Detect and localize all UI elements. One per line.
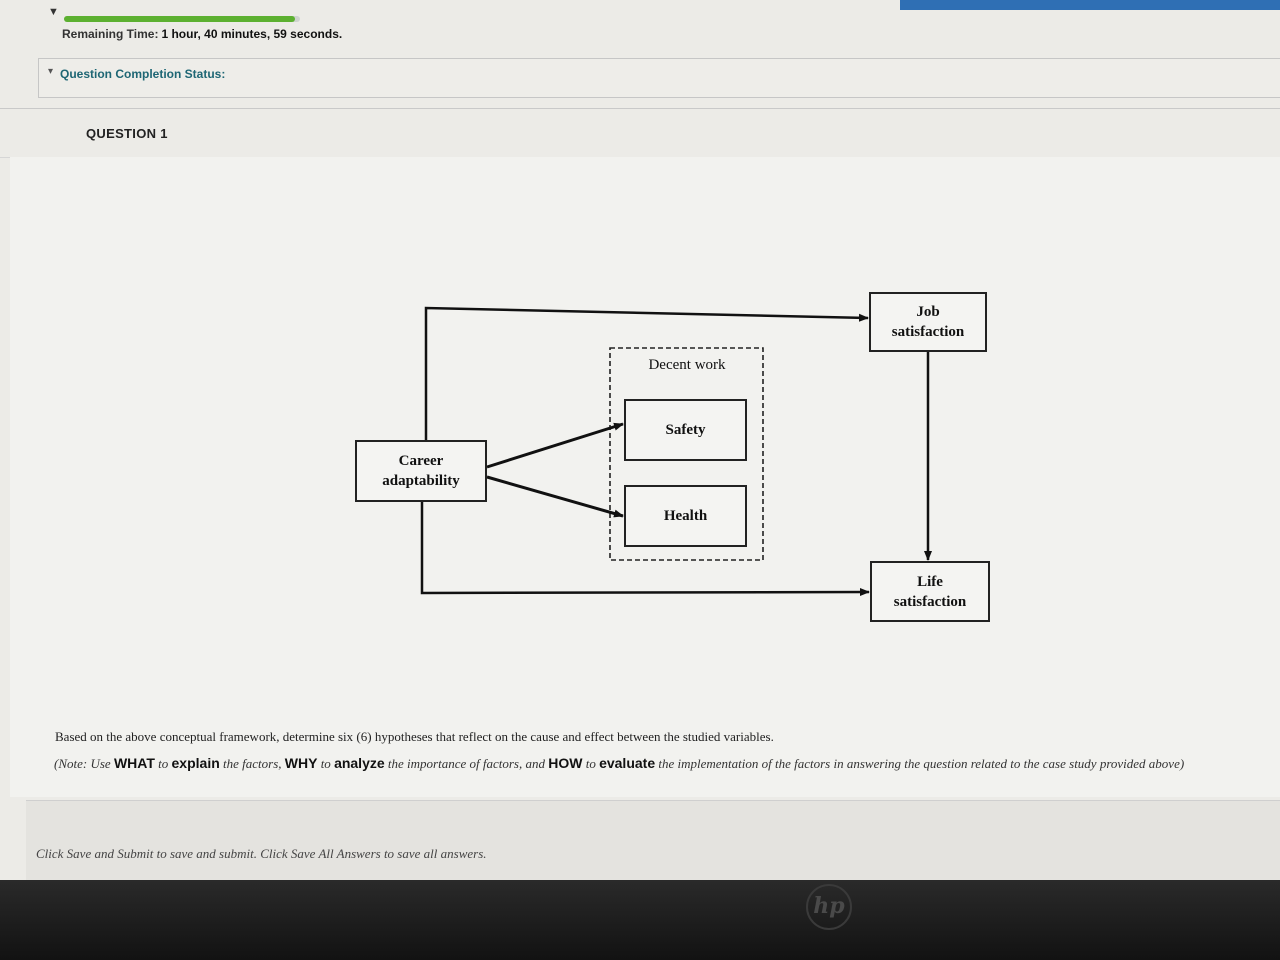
node-health: Health: [624, 485, 747, 547]
arrow-career-to-safety: [486, 422, 624, 469]
question-completion-status-link[interactable]: Question Completion Status:: [60, 67, 226, 81]
question-note: (Note: Use WHAT to explain the factors, …: [54, 750, 1214, 777]
node-career-adaptability: Career adaptability: [355, 440, 487, 502]
conceptual-framework-diagram: [420, 306, 932, 597]
arrow-career-to-health: [486, 475, 624, 518]
question-body: [10, 157, 1280, 797]
status-expand-icon[interactable]: ▾: [48, 66, 54, 77]
note-explain: explain: [171, 755, 220, 771]
note-analyze: analyze: [334, 755, 385, 771]
note-evaluate: evaluate: [599, 755, 656, 771]
monitor-bezel: [0, 880, 1280, 960]
note-what: WHAT: [113, 755, 155, 771]
note-to-2: to: [320, 756, 331, 771]
note-text-2: the importance of factors, and: [387, 756, 545, 771]
progress-bar: [64, 16, 300, 22]
brand-logo: hp: [806, 884, 852, 930]
note-why: WHY: [284, 755, 318, 771]
progress-collapse-icon[interactable]: ▼: [48, 6, 59, 18]
note-how: HOW: [548, 755, 583, 771]
note-to-1: to: [158, 756, 169, 771]
browser-screen: ▼ Remaining Time:1 hour, 40 minutes, 59 …: [0, 0, 1280, 880]
node-job-satisfaction: Job satisfaction: [869, 292, 987, 352]
note-to-3: to: [585, 756, 596, 771]
question-title: QUESTION 1: [86, 126, 168, 141]
timer-label: Remaining Time:: [62, 27, 159, 41]
submit-hint: Click Save and Submit to save and submit…: [36, 846, 487, 861]
node-safety: Safety: [624, 399, 747, 461]
node-life-satisfaction: Life satisfaction: [870, 561, 990, 622]
submit-bar: [26, 800, 1280, 880]
note-open: (Note: Use: [54, 756, 111, 771]
decent-work-group-box: [609, 347, 764, 561]
arrow-career-to-job: [424, 306, 869, 440]
question-header: [0, 108, 1280, 158]
remaining-time: Remaining Time:1 hour, 40 minutes, 59 se…: [62, 27, 342, 41]
top-accent-bar: [900, 0, 1280, 10]
timer-value: 1 hour, 40 minutes, 59 seconds.: [161, 27, 343, 41]
progress-fill: [64, 16, 296, 22]
question-prompt: Based on the above conceptual framework,…: [55, 729, 774, 744]
note-text-3: the implementation of the factors in ans…: [658, 756, 1185, 771]
note-text-1: the factors,: [223, 756, 282, 771]
arrow-career-to-life: [420, 502, 870, 597]
completion-status-panel: [38, 58, 1280, 98]
decent-work-label: Decent work: [648, 357, 726, 373]
